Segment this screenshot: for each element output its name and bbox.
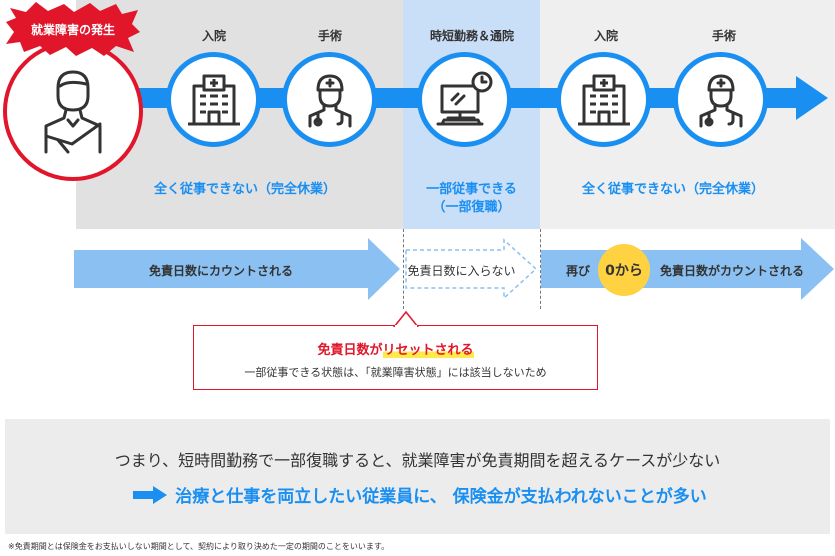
status-partial-return-line1: 一部従事できる	[426, 182, 517, 197]
status-total-leave-left: 全く従事できない（完全休業）	[153, 182, 336, 197]
banner-not-counted-label: 免責日数に入らない	[407, 264, 516, 278]
divider-right	[540, 229, 541, 309]
step-label-hospital-1: 入院	[201, 29, 226, 43]
banner-counted-label: 免責日数にカウントされる	[148, 264, 293, 278]
divider-left	[403, 229, 404, 309]
reset-title-highlight: リセットされる	[382, 343, 474, 358]
status-total-leave-right: 全く従事できない（完全休業）	[581, 182, 764, 197]
banner-recount-prefix: 再び	[566, 264, 591, 278]
footnote: ※免責期間とは保険金をお支払いしない期間として、契約により取り決めた一定の期間の…	[8, 542, 390, 551]
summary-box	[5, 419, 830, 534]
step-label-surgery-2: 手術	[711, 29, 736, 43]
reset-title-prefix: 免責日数が	[317, 343, 383, 358]
step-label-surgery-1: 手術	[317, 29, 342, 43]
hospital-icon	[577, 74, 630, 125]
banner-arrow-not-counted	[405, 238, 538, 300]
onset-circle	[3, 41, 143, 181]
step-circle-hospital-2	[556, 52, 651, 147]
summary-line1: つまり、短時間勤務で一部復職すると、就業障害が免責期間を超えるケースが少ない	[114, 451, 721, 470]
step-circle-surgery-1	[282, 52, 377, 147]
reset-title: 免責日数がリセットされる	[193, 339, 598, 358]
step-label-short-hours: 時短勤務＆通院	[429, 29, 514, 43]
zero-badge: 0から	[598, 244, 650, 296]
summary-line2-wrap: 治療と仕事を両立したい従業員に、 保険金が支払われないことが多い	[30, 482, 810, 507]
right-arrow-icon	[133, 486, 168, 504]
summary-line2: 治療と仕事を両立したい従業員に、 保険金が支払われないことが多い	[175, 487, 707, 507]
onset-badge-label: 就業障害の発生	[30, 22, 115, 37]
reset-callout-pointer	[393, 310, 419, 327]
doctor-icon	[308, 74, 351, 127]
step-circle-surgery-2	[673, 52, 768, 147]
timeline-arrow-head	[796, 76, 828, 120]
onset-burst-badge	[6, 2, 140, 56]
injured-person-icon	[44, 70, 102, 154]
status-partial-return-line2: （一部復職）	[432, 200, 511, 215]
step-circle-short-hours	[417, 52, 512, 147]
step-label-hospital-2: 入院	[593, 29, 618, 43]
computer-clock-icon	[436, 71, 492, 125]
reset-subtitle: 一部従事できる状態は、「就業障害状態」には該当しないため	[244, 366, 547, 379]
banner-recount-suffix: 免責日数がカウントされる	[660, 264, 805, 278]
doctor-icon	[699, 74, 742, 127]
step-circle-hospital-1	[166, 52, 261, 147]
hospital-icon	[187, 74, 240, 125]
banner-arrow-counted	[74, 238, 400, 300]
